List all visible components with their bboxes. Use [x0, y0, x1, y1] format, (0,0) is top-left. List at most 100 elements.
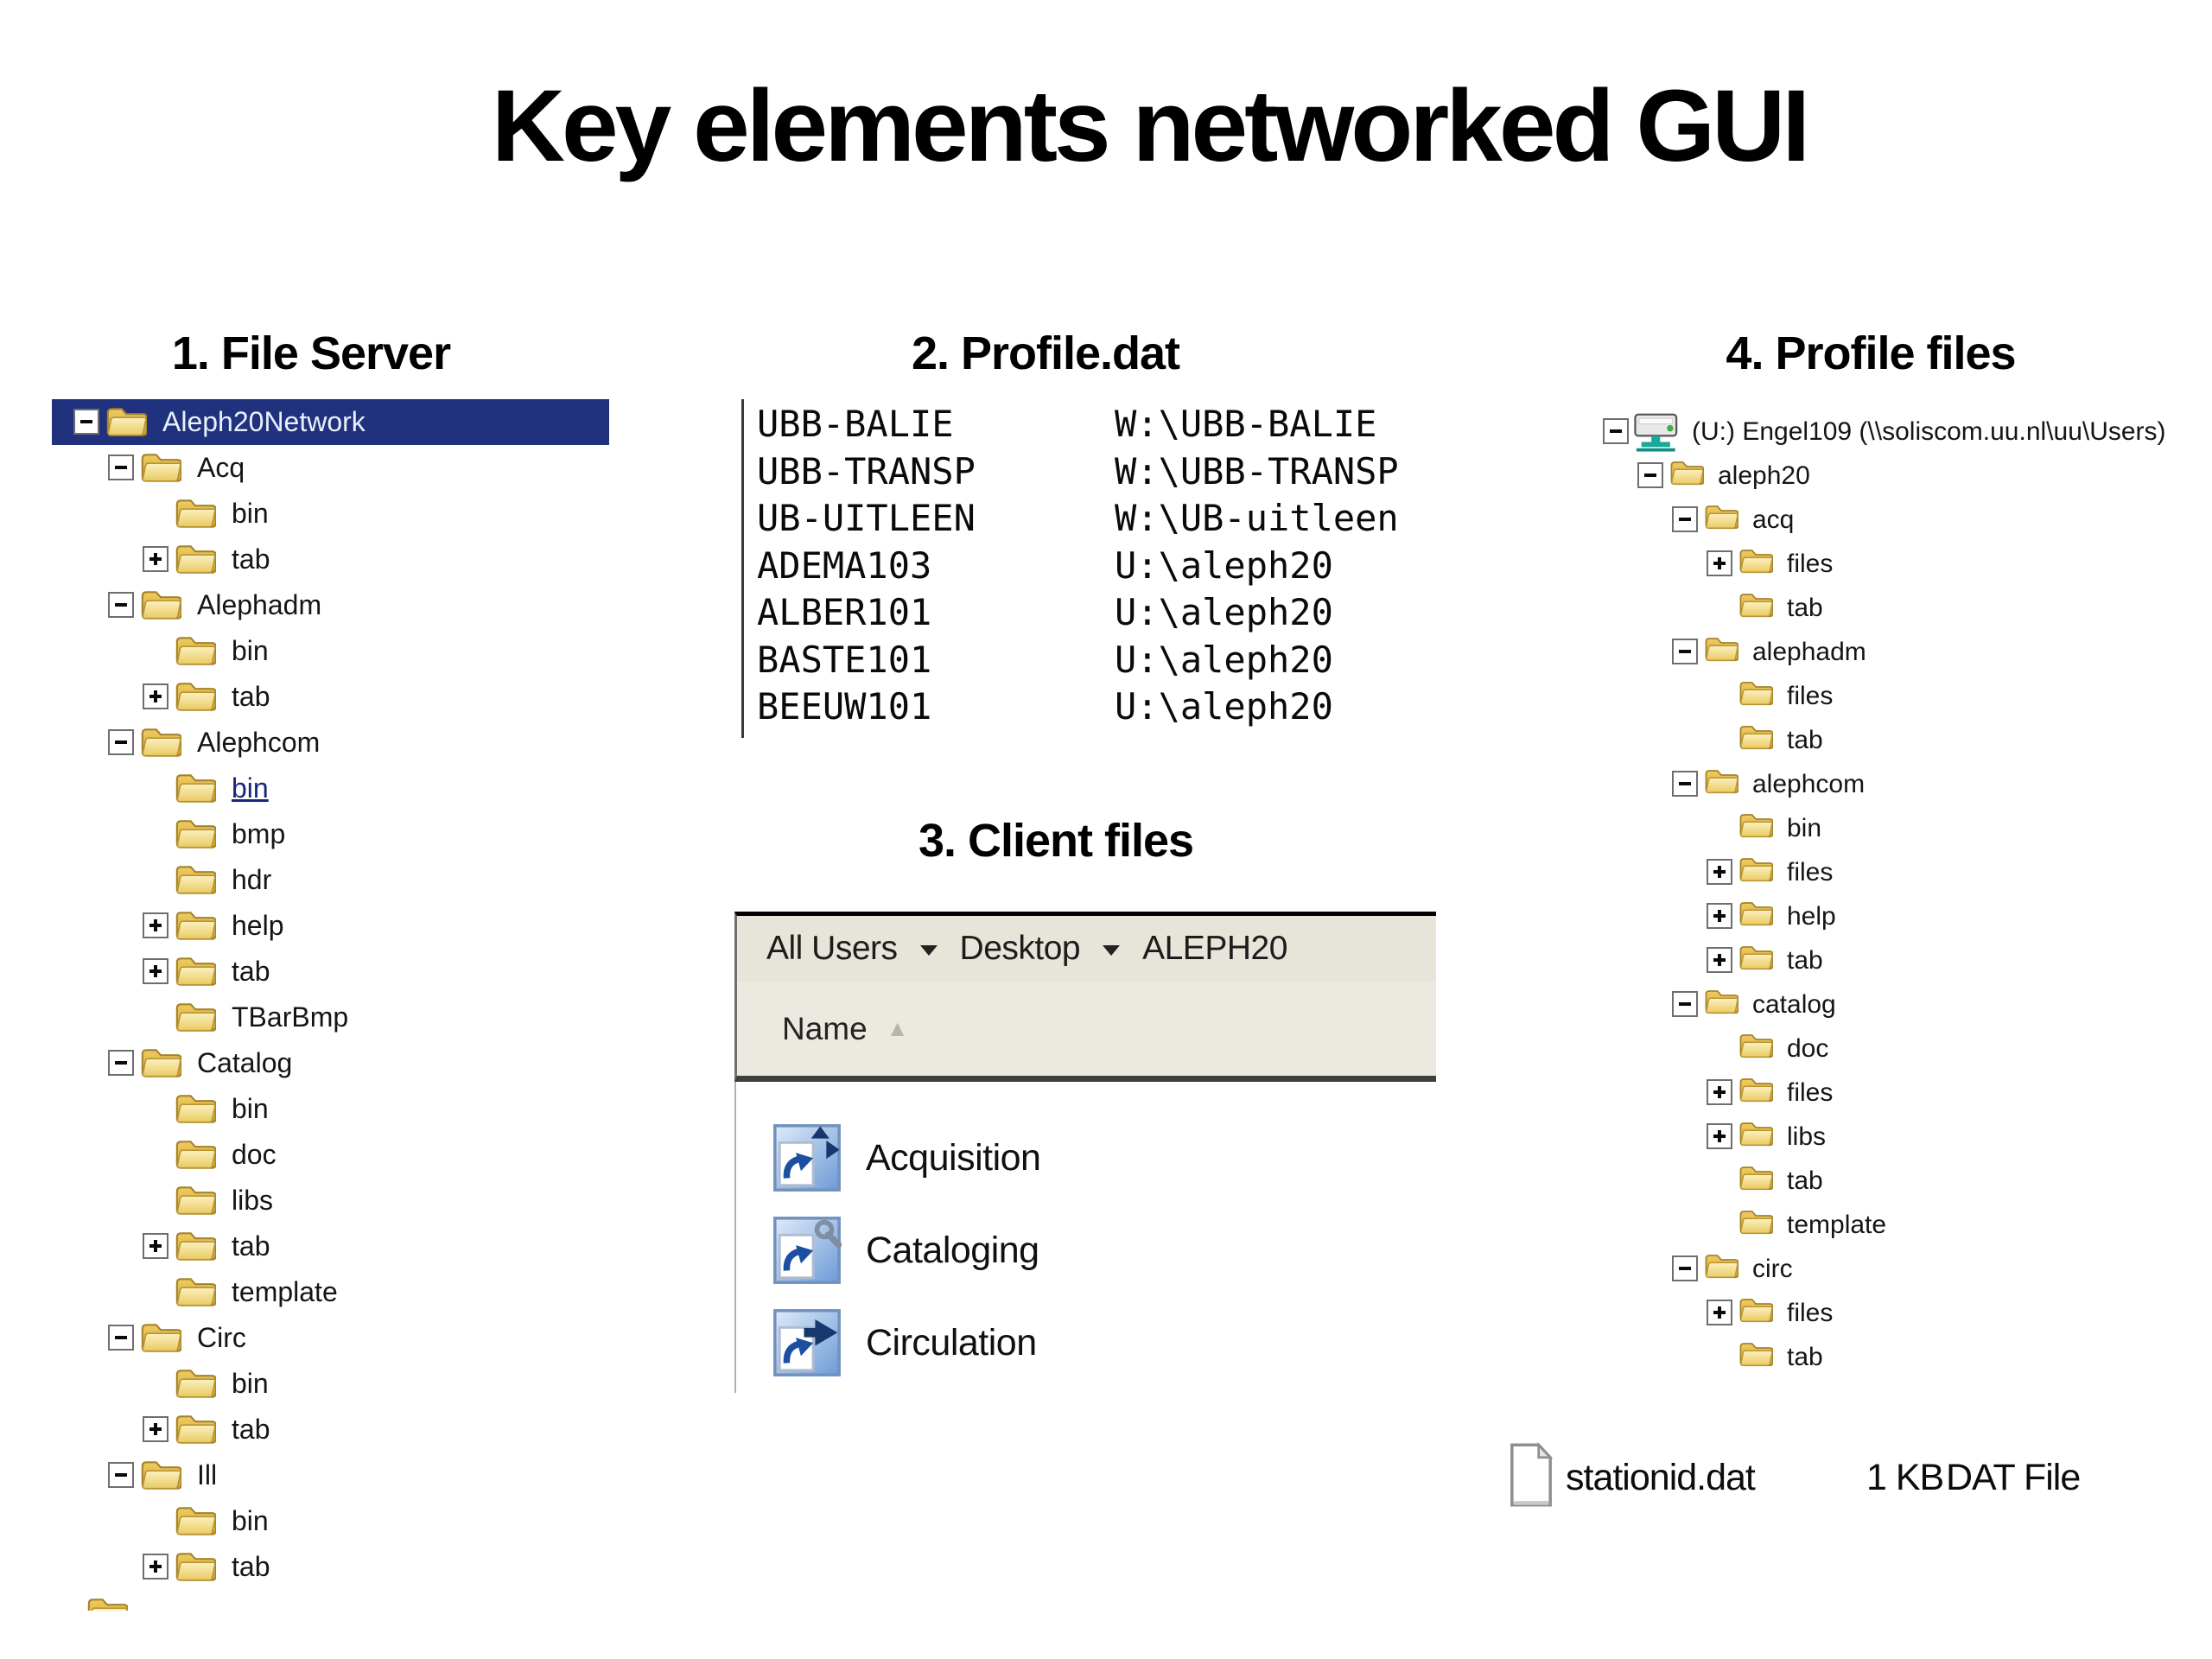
tree-row[interactable]: Alephcom	[52, 720, 609, 766]
tree-row[interactable]: files	[1597, 542, 2212, 586]
expand-toggle-icon[interactable]	[1707, 947, 1732, 973]
expand-toggle-icon[interactable]	[1707, 1300, 1732, 1325]
tree-row[interactable]: tab	[52, 1224, 609, 1269]
tree-row[interactable]: hdr	[52, 857, 609, 903]
breadcrumb-item-aleph20[interactable]: ALEPH20	[1142, 930, 1287, 967]
tree-row[interactable]	[52, 1590, 609, 1611]
tree-row[interactable]: Ill	[52, 1452, 609, 1498]
tree-row[interactable]: tab	[52, 949, 609, 995]
expand-toggle-icon[interactable]	[143, 1416, 168, 1442]
tree-row[interactable]: bmp	[52, 811, 609, 857]
chevron-down-icon[interactable]	[1103, 945, 1121, 956]
tree-row[interactable]: tab	[1597, 718, 2212, 762]
collapse-toggle-icon[interactable]	[108, 1050, 134, 1076]
expand-toggle-icon[interactable]	[1707, 859, 1732, 885]
tree-label: files	[1787, 550, 1834, 578]
collapse-toggle-icon[interactable]	[108, 592, 134, 618]
tree-row[interactable]: libs	[52, 1178, 609, 1224]
tree-row[interactable]: tab	[1597, 938, 2212, 982]
folder-icon	[175, 815, 216, 850]
expand-toggle-icon[interactable]	[143, 958, 168, 984]
tree-row[interactable]: files	[1597, 1291, 2212, 1335]
tree-row[interactable]: bin	[52, 628, 609, 674]
section-heading-client-files: 3. Client files	[918, 815, 1194, 867]
collapse-toggle-icon[interactable]	[108, 1325, 134, 1351]
tree-row[interactable]: Catalog	[52, 1040, 609, 1086]
section-heading-profile-dat: 2. Profile.dat	[911, 327, 1180, 379]
collapse-toggle-icon[interactable]	[1672, 991, 1698, 1017]
tree-row[interactable]: Alephadm	[52, 582, 609, 628]
tree-row[interactable]: tab	[52, 537, 609, 582]
client-file-item[interactable]: Acquisition	[772, 1123, 1041, 1192]
expand-toggle-icon[interactable]	[143, 683, 168, 709]
tree-row[interactable]: bin	[52, 491, 609, 537]
tree-row[interactable]: tab	[52, 674, 609, 720]
tree-row[interactable]: tab	[52, 1407, 609, 1452]
expand-toggle-icon[interactable]	[143, 546, 168, 572]
tree-row[interactable]: files	[1597, 850, 2212, 894]
tree-row[interactable]: tab	[1597, 1335, 2212, 1379]
tree-row[interactable]: Aleph20Network	[52, 399, 609, 445]
tree-row[interactable]: tab	[52, 1544, 609, 1590]
folder-icon	[175, 1364, 216, 1400]
tree-row[interactable]: doc	[52, 1132, 609, 1178]
collapse-toggle-icon[interactable]	[1672, 639, 1698, 664]
tree-row[interactable]: bin	[52, 1361, 609, 1407]
tree-row[interactable]: (U:) Engel109 (\\soliscom.uu.nl\uu\Users…	[1597, 410, 2212, 454]
tree-row[interactable]: template	[1597, 1203, 2212, 1247]
expand-toggle-icon[interactable]	[1707, 903, 1732, 929]
breadcrumb-item-desktop[interactable]: Desktop	[959, 930, 1081, 967]
expand-toggle-icon[interactable]	[143, 1554, 168, 1580]
tree-row[interactable]: alephcom	[1597, 762, 2212, 806]
collapse-toggle-icon[interactable]	[1603, 418, 1629, 444]
tree-label: tab	[1787, 1343, 1823, 1371]
tree-row[interactable]: tab	[1597, 586, 2212, 630]
tree-row[interactable]: files	[1597, 1071, 2212, 1115]
tree-row[interactable]: acq	[1597, 498, 2212, 542]
tree-row[interactable]: bin	[52, 1086, 609, 1132]
tree-row[interactable]: libs	[1597, 1115, 2212, 1159]
client-file-item[interactable]: Cataloging	[772, 1216, 1039, 1285]
tree-row[interactable]: catalog	[1597, 982, 2212, 1027]
tree-label[interactable]: bin	[232, 772, 269, 804]
expand-toggle-icon[interactable]	[143, 912, 168, 938]
file-row-stationid[interactable]: stationid.dat 1 KB DAT File	[1508, 1441, 2182, 1514]
breadcrumb-item-all-users[interactable]: All Users	[766, 930, 898, 967]
column-header-name[interactable]: Name	[782, 1010, 868, 1046]
chevron-down-icon[interactable]	[919, 945, 938, 956]
tree-row[interactable]: help	[1597, 894, 2212, 938]
collapse-toggle-icon[interactable]	[1672, 1255, 1698, 1281]
expand-toggle-icon[interactable]	[1707, 550, 1732, 576]
tree-row[interactable]: TBarBmp	[52, 995, 609, 1040]
tree-row[interactable]: bin	[52, 766, 609, 811]
collapse-toggle-icon[interactable]	[1672, 771, 1698, 797]
collapse-toggle-icon[interactable]	[1637, 462, 1663, 488]
list-column-header[interactable]: Name ▲	[734, 982, 1436, 1082]
tree-row[interactable]: tab	[1597, 1159, 2212, 1203]
tree-row[interactable]: bin	[1597, 806, 2212, 850]
tree-row[interactable]: bin	[52, 1498, 609, 1544]
tree-label: Acq	[197, 452, 245, 483]
collapse-toggle-icon[interactable]	[73, 409, 99, 435]
collapse-toggle-icon[interactable]	[108, 1462, 134, 1488]
tree-row[interactable]: help	[52, 903, 609, 949]
tree-row[interactable]: Circ	[52, 1315, 609, 1361]
profile-path: U:\aleph20	[1115, 591, 1333, 633]
profile-name: UBB-BALIE	[757, 403, 954, 445]
collapse-toggle-icon[interactable]	[108, 454, 134, 480]
collapse-toggle-icon[interactable]	[1672, 506, 1698, 532]
tree-row[interactable]: alephadm	[1597, 630, 2212, 674]
client-file-item[interactable]: Circulation	[772, 1308, 1037, 1377]
collapse-toggle-icon[interactable]	[108, 729, 134, 755]
tree-row[interactable]: circ	[1597, 1247, 2212, 1291]
tree-row[interactable]: doc	[1597, 1027, 2212, 1071]
folder-icon	[1738, 1074, 1773, 1103]
tree-row[interactable]: template	[52, 1269, 609, 1315]
expand-toggle-icon[interactable]	[143, 1233, 168, 1259]
tree-row[interactable]: files	[1597, 674, 2212, 718]
expand-toggle-icon[interactable]	[1707, 1123, 1732, 1149]
tree-row[interactable]: aleph20	[1597, 454, 2212, 498]
tree-row[interactable]: Acq	[52, 445, 609, 491]
expand-toggle-icon[interactable]	[1707, 1079, 1732, 1105]
